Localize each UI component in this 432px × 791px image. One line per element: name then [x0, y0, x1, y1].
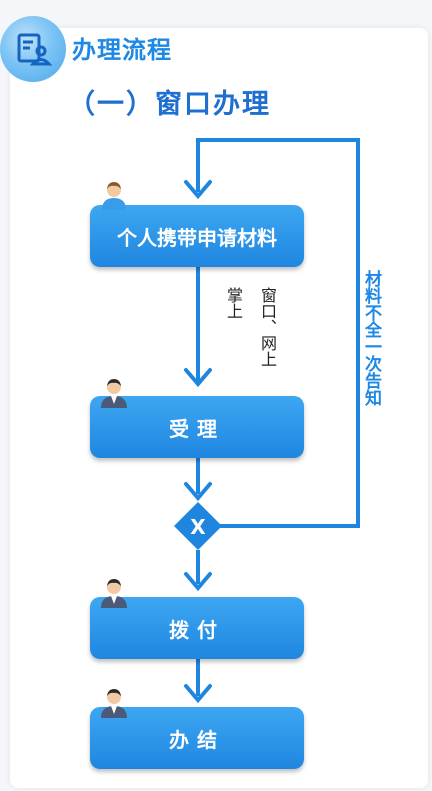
person-icon [102, 182, 126, 210]
officer-icon [101, 689, 127, 718]
channel-handheld-label: 掌上 [224, 287, 243, 319]
arrow-into-step-4 [184, 684, 212, 704]
channel-window-online-label: 窗口、网上 [258, 287, 277, 367]
arrow-into-step-1 [184, 180, 212, 200]
subsection-title: （一）窗口办理 [68, 89, 271, 120]
loop-back-label: 材料不全一次告知 [361, 270, 381, 406]
decision-diamond [174, 502, 222, 550]
arrow-into-step-3 [184, 572, 212, 592]
officer-icon [101, 379, 127, 408]
loop-back-line [196, 138, 360, 528]
arrow-into-decision [184, 482, 212, 502]
officer-icon [101, 579, 127, 608]
step-apply-materials: 个人携带申请材料 [90, 205, 304, 267]
decision-label: X [190, 515, 206, 539]
arrow-into-step-2 [184, 368, 212, 388]
section-title: 办理流程 [72, 36, 172, 64]
document-person-icon [0, 16, 66, 82]
